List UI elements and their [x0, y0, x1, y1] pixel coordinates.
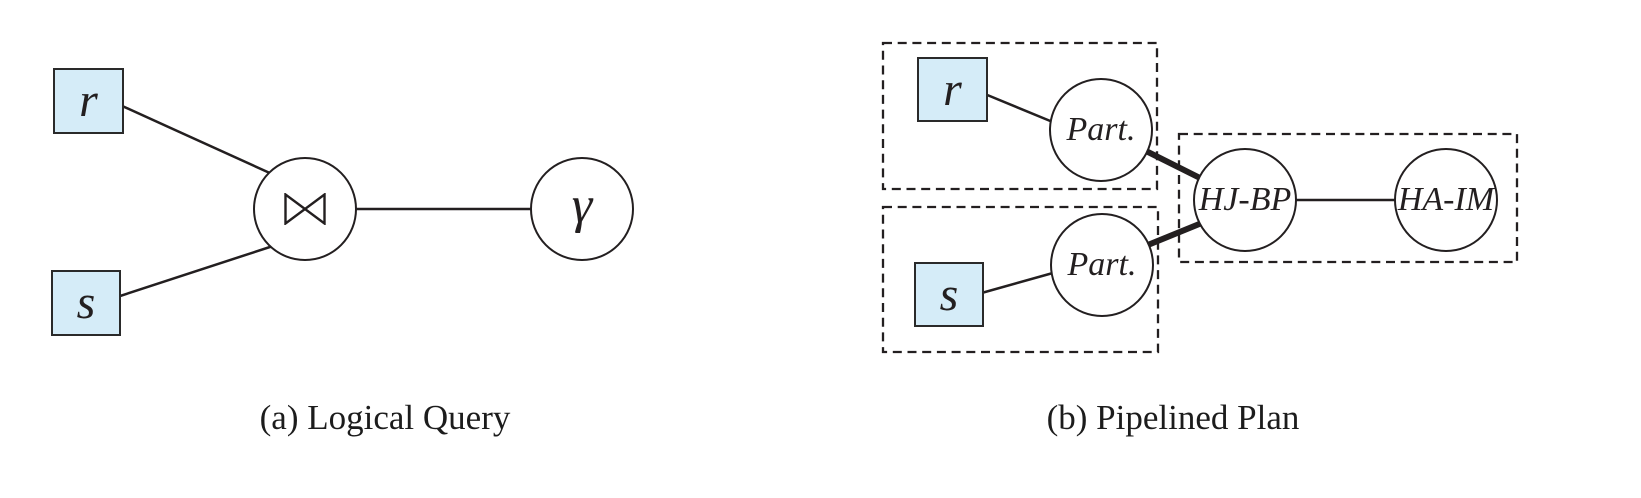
edge-r-join: [119, 103, 273, 176]
edge-s-join: [116, 244, 274, 299]
relation-label-s-b: s: [939, 267, 959, 321]
pipeline-box-r-partition: [881, 41, 1159, 191]
relation-node-r-b: r: [917, 57, 988, 122]
partition-operator-top: Part.: [1049, 78, 1153, 182]
partition-label-top: Part.: [1066, 111, 1136, 148]
hash-aggregate-operator: HA-IM: [1394, 148, 1498, 252]
aggregate-operator-node: γ: [530, 157, 634, 261]
join-operator-node: [253, 157, 357, 261]
caption-panel-b: (b) Pipelined Plan: [1046, 398, 1300, 437]
caption-panel-a: (a) Logical Query: [259, 398, 511, 437]
partition-label-bottom: Part.: [1067, 246, 1137, 283]
relation-label-s-a: s: [76, 276, 96, 329]
join-bowtie-icon: [284, 193, 326, 225]
relation-node-r-a: r: [53, 68, 124, 134]
hash-join-operator: HJ-BP: [1193, 148, 1297, 252]
hash-join-label: HJ-BP: [1198, 181, 1292, 218]
pipeline-box-s-partition: [881, 205, 1160, 354]
relation-node-s-a: s: [51, 270, 121, 336]
edge-r-partition: [979, 90, 1061, 127]
hash-aggregate-label: HA-IM: [1397, 181, 1495, 218]
relation-node-s-b: s: [914, 262, 984, 327]
relation-label-r-a: r: [79, 74, 98, 127]
pipeline-box-join-aggregate: [1177, 132, 1519, 264]
relation-label-r-b: r: [943, 62, 962, 116]
edge-s-partition: [977, 269, 1061, 296]
partition-operator-bottom: Part.: [1050, 213, 1154, 317]
gamma-symbol: γ: [571, 177, 593, 234]
